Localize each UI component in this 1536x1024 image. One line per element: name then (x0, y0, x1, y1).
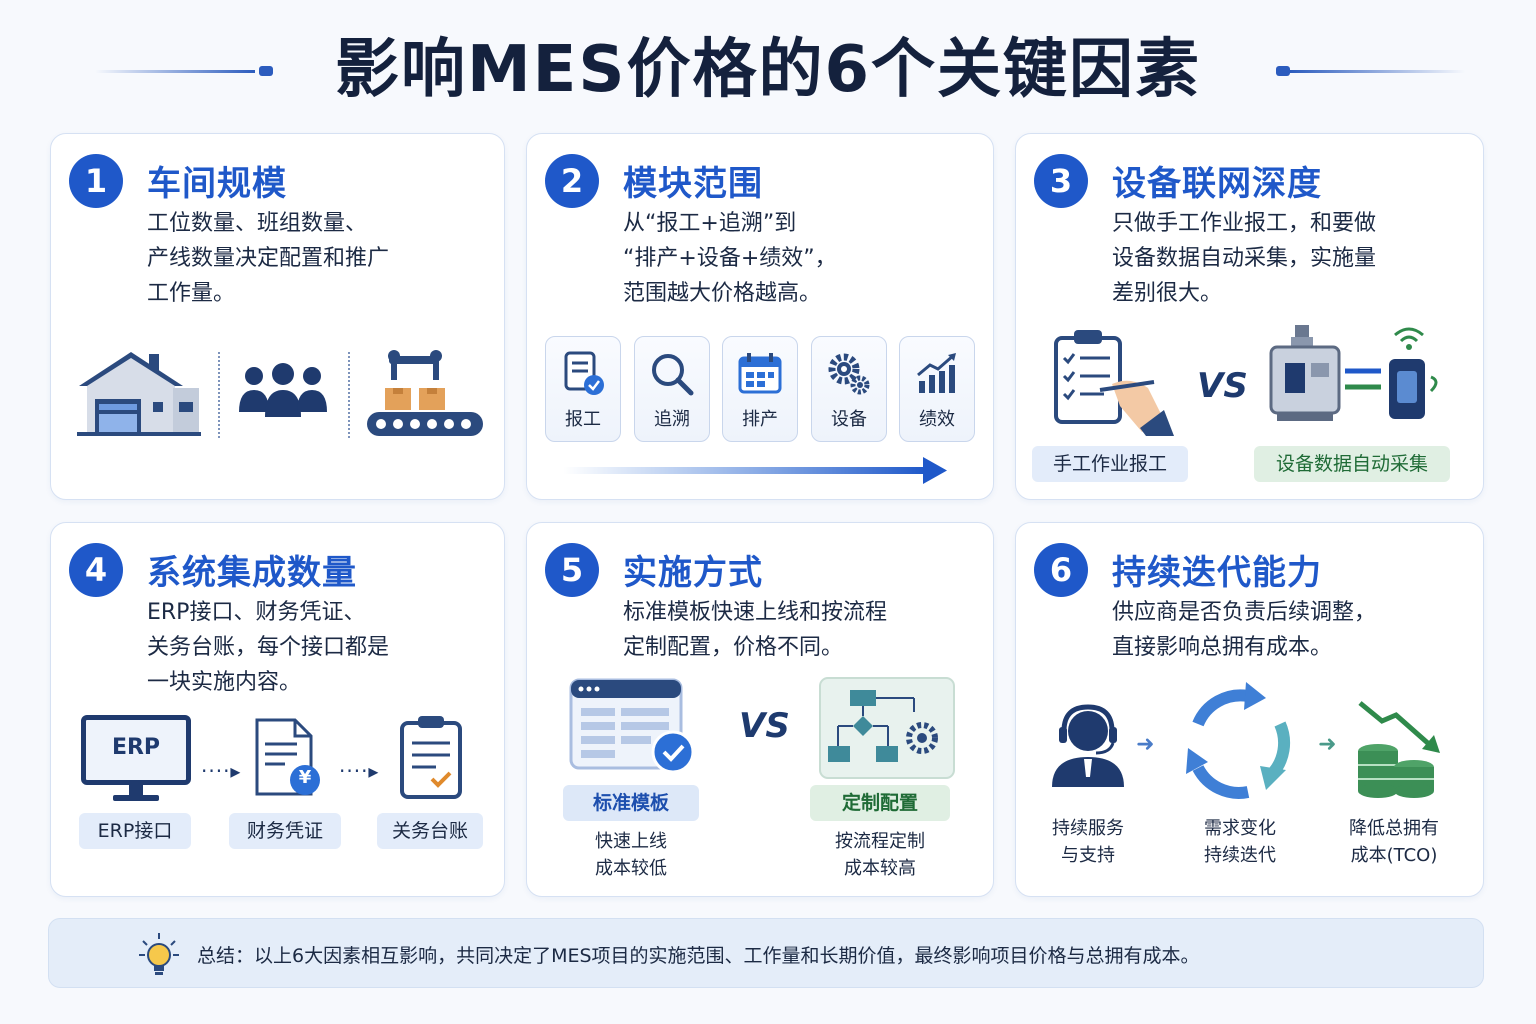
card-device-connectivity: 3 设备联网深度 只做手工作业报工，和要做 设备数据自动采集，实施量 差别很大。… (1015, 133, 1484, 500)
manual-report-label: 手工作业报工 (1032, 446, 1188, 482)
card-title: 实施方式 (623, 553, 763, 593)
erp-monitor-icon: ERP (81, 715, 191, 803)
card-number: 1 (69, 154, 123, 208)
card-number: 6 (1034, 543, 1088, 597)
connector-dots: ····▸ (339, 759, 380, 783)
standard-template-label: 标准模板 (563, 785, 699, 821)
module-tile-performance: 绩效 (899, 336, 975, 442)
card-continuous-iteration: 6 持续迭代能力 供应商是否负责后续调整， 直接影响总拥有成本。 ➜ ➜ 持续服… (1015, 522, 1484, 897)
divider (218, 352, 220, 438)
clipboard-check-icon (400, 716, 462, 799)
card-description: 标准模板快速上线和按流程 定制配置，价格不同。 (623, 600, 888, 660)
divider (348, 352, 350, 438)
flow-arrow: ➜ (1318, 732, 1337, 757)
flow-arrow: ➜ (1136, 732, 1155, 757)
magnifier-icon (652, 354, 694, 396)
conveyor-robot-icon (367, 350, 483, 436)
card-number: 2 (545, 154, 599, 208)
auto-collection-label: 设备数据自动采集 (1254, 446, 1450, 482)
card-description: ERP接口、财务凭证、 关务台账，每个接口都是 一块实施内容。 (147, 600, 390, 695)
connector-dots: ····▸ (201, 759, 242, 783)
card-title: 持续迭代能力 (1112, 553, 1322, 593)
finance-voucher-icon: ¥ (251, 716, 321, 800)
gears-icon (828, 353, 870, 395)
clipboard-hand-icon (1054, 330, 1174, 436)
card-title: 设备联网深度 (1112, 164, 1322, 204)
standard-template-caption: 快速上线 成本较低 (595, 831, 667, 879)
vs-label: VS (1197, 366, 1248, 406)
factory-icon (77, 352, 201, 436)
module-tile-trace: 追溯 (634, 336, 710, 442)
module-tile-equipment: 设备 (811, 336, 887, 442)
card-description: 供应商是否负责后续调整， 直接影响总拥有成本。 (1112, 600, 1377, 660)
step-caption: 持续服务 与支持 (1052, 818, 1124, 866)
cycle-arrows-icon (1186, 682, 1291, 799)
step-caption: 降低总拥有 成本(TCO) (1349, 818, 1439, 866)
custom-config-label: 定制配置 (810, 785, 950, 821)
calendar-icon (738, 353, 782, 394)
coins-down-icon (1358, 701, 1440, 798)
card-title: 车间规模 (147, 164, 287, 204)
module-label: 绩效 (919, 409, 955, 430)
headset-agent-icon (1052, 704, 1124, 787)
summary-text: 总结：以上6大因素相互影响，共同决定了MES项目的实施范围、工作量和长期价值，最… (197, 945, 1200, 967)
step-caption: 需求变化 持续迭代 (1204, 818, 1276, 866)
module-label: 设备 (831, 409, 867, 430)
team-icon (239, 363, 327, 417)
machine-iot-icon (1269, 325, 1438, 421)
card-implementation-method: 5 实施方式 标准模板快速上线和按流程 定制配置，价格不同。 VS 标准模板 定… (526, 522, 994, 897)
card-number: 5 (545, 543, 599, 597)
erp-monitor-text: ERP (111, 735, 161, 760)
title-decoration-left (95, 70, 255, 73)
title-decoration-right (1290, 70, 1465, 73)
currency-symbol: ¥ (298, 767, 312, 788)
custom-flow-icon (819, 677, 955, 779)
module-label: 追溯 (654, 409, 690, 430)
summary-banner: 总结：以上6大因素相互影响，共同决定了MES项目的实施范围、工作量和长期价值，最… (48, 918, 1484, 988)
module-tile-report: 报工 (545, 336, 621, 442)
module-label: 排产 (742, 409, 778, 430)
report-doc-icon (564, 351, 604, 395)
vs-label: VS (739, 706, 790, 746)
card-system-integration: 4 系统集成数量 ERP接口、财务凭证、 关务台账，每个接口都是 一块实施内容。… (50, 522, 505, 897)
template-window-icon (569, 678, 695, 774)
card-title: 模块范围 (623, 164, 763, 204)
title-decoration-dot-right (1276, 66, 1290, 76)
card-description: 工位数量、班组数量、 产线数量决定配置和推广 工作量。 (147, 211, 390, 306)
title-decoration-dot-left (259, 66, 273, 76)
lightbulb-icon (139, 933, 179, 975)
card-description: 只做手工作业报工，和要做 设备数据自动采集，实施量 差别很大。 (1112, 211, 1377, 306)
page-title: 影响MES价格的6个关键因素 (334, 33, 1202, 107)
card-workshop-scale: 1 车间规模 工位数量、班组数量、 产线数量决定配置和推广 工作量。 (50, 133, 505, 500)
card-number: 4 (69, 543, 123, 597)
growth-chart-icon (917, 353, 956, 393)
card-title: 系统集成数量 (147, 553, 357, 593)
module-tile-schedule: 排产 (722, 336, 798, 442)
card-module-scope: 2 模块范围 从“报工+追溯”到 “排产+设备+绩效”， 范围越大价格越高。 报… (526, 133, 994, 500)
module-label: 报工 (565, 409, 601, 430)
title-area: 影响MES价格的6个关键因素 (0, 30, 1536, 110)
card-number: 3 (1034, 154, 1088, 208)
integration-label: 关务台账 (377, 813, 483, 849)
card-description: 从“报工+追溯”到 “排产+设备+绩效”， 范围越大价格越高。 (623, 211, 837, 306)
integration-label: 财务凭证 (229, 813, 341, 849)
scope-growth-arrow (563, 457, 947, 484)
custom-config-caption: 按流程定制 成本较高 (835, 831, 925, 879)
integration-label: ERP接口 (79, 813, 191, 849)
